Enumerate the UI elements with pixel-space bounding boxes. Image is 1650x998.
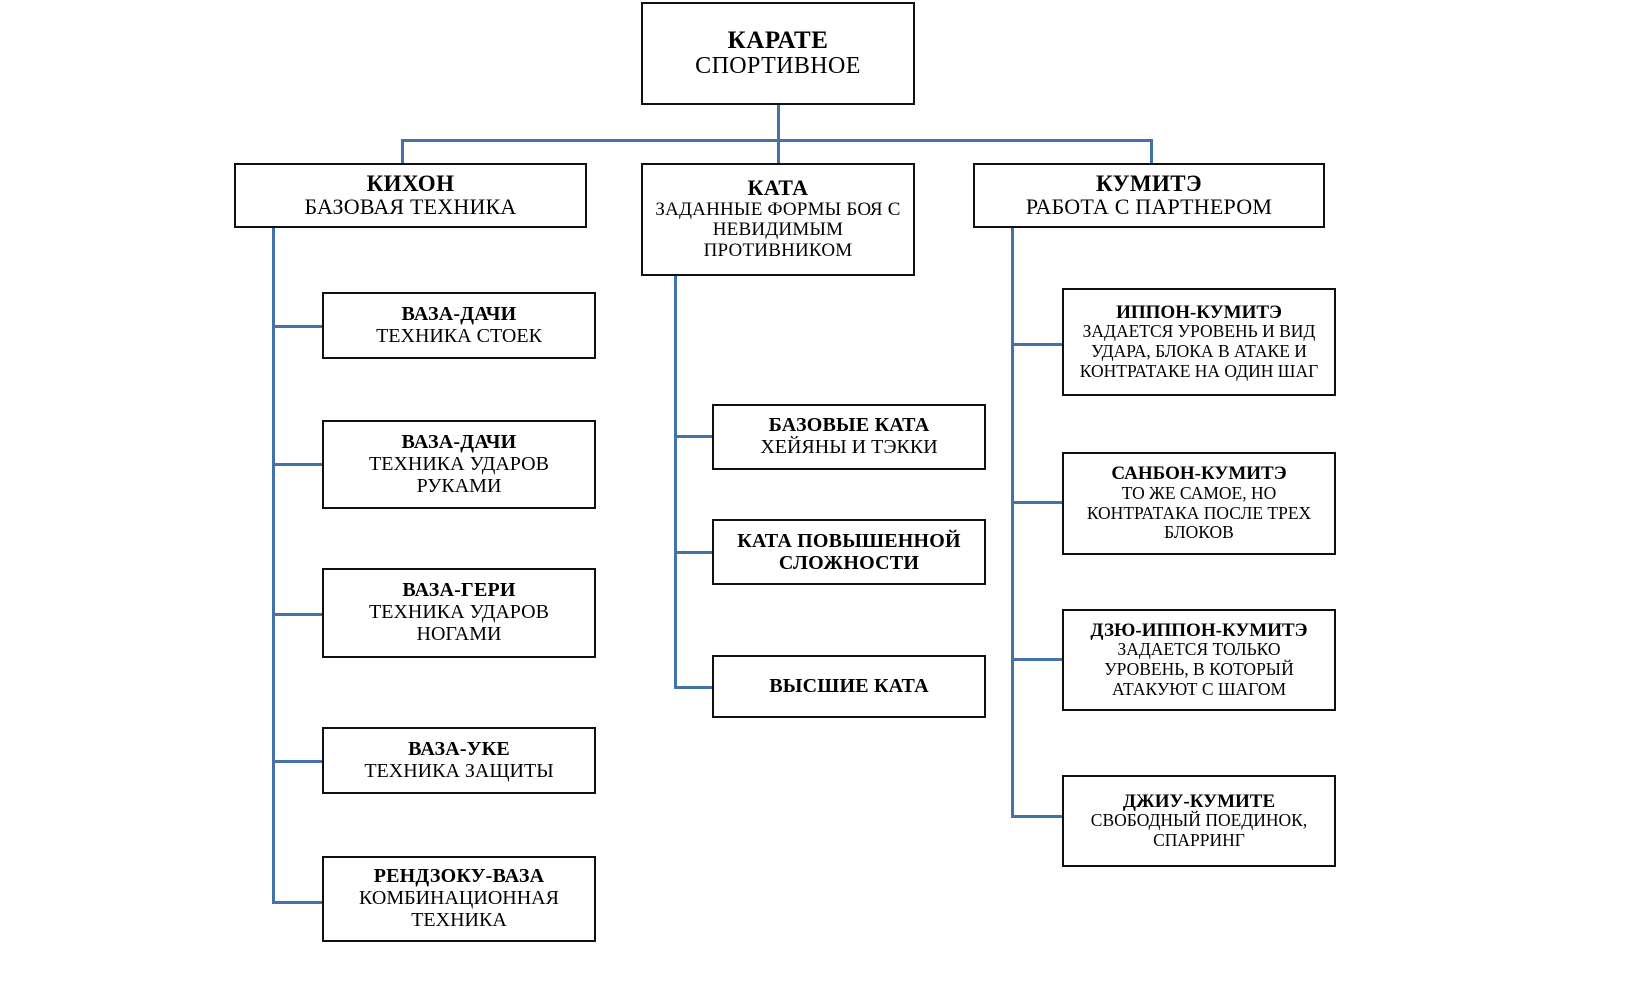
connector-trunk-kumite [1011, 228, 1014, 816]
node-root-karate[interactable]: КАРАТЕ СПОРТИВНОЕ [641, 2, 915, 105]
connector-branch-kihon-1 [272, 325, 322, 328]
connector-branch-kumite-2 [1011, 501, 1063, 504]
node-title: КАТА [747, 174, 809, 200]
node-desc: ТЕХНИКА СТОЕК [376, 324, 542, 347]
node-desc: ТЕХНИКА ЗАЩИТЫ [364, 759, 554, 782]
node-vaza-uke[interactable]: ВАЗА-УКЕ ТЕХНИКА ЗАЩИТЫ [322, 727, 596, 794]
node-title: РЕНДЗОКУ-ВАЗА [373, 865, 545, 888]
connector-branch-kihon-4 [272, 760, 322, 763]
node-title: ДЗЮ-ИППОН-КУМИТЭ [1090, 619, 1308, 641]
node-ippon-kumite[interactable]: ИППОН-КУМИТЭ ЗАДАЕТСЯ УРОВЕНЬ И ВИД УДАР… [1062, 288, 1336, 396]
node-title: КАТА ПОВЫШЕННОЙ СЛОЖНОСТИ [737, 529, 961, 574]
connector-trunk-kihon [272, 228, 275, 904]
node-title: КАРАТЕ [727, 27, 829, 55]
node-title: ИППОН-КУМИТЭ [1116, 301, 1282, 323]
connector-branch-kumite-3 [1011, 658, 1063, 661]
node-kihon[interactable]: КИХОН БАЗОВАЯ ТЕХНИКА [234, 163, 587, 228]
node-vaza-dachi-hand-strikes[interactable]: ВАЗА-ДАЧИ ТЕХНИКА УДАРОВ РУКАМИ [322, 420, 596, 509]
node-desc: РАБОТА С ПАРТНЕРОМ [1025, 194, 1273, 220]
node-desc: ТЕХНИКА УДАРОВ НОГАМИ [369, 601, 549, 646]
node-desc: ЗАДАЕТСЯ УРОВЕНЬ И ВИД УДАРА, БЛОКА В АТ… [1079, 321, 1319, 381]
node-kumite[interactable]: КУМИТЭ РАБОТА С ПАРТНЕРОМ [973, 163, 1325, 228]
node-advanced-kata[interactable]: КАТА ПОВЫШЕННОЙ СЛОЖНОСТИ [712, 519, 986, 585]
connector-drop-kata [777, 139, 780, 164]
node-sanbon-kumite[interactable]: САНБОН-КУМИТЭ ТО ЖЕ САМОЕ, НО КОНТРАТАКА… [1062, 452, 1336, 555]
node-kata[interactable]: КАТА ЗАДАННЫЕ ФОРМЫ БОЯ С НЕВИДИМЫМ ПРОТ… [641, 163, 915, 276]
connector-drop-kihon [401, 139, 404, 164]
node-desc: ЗАДАННЫЕ ФОРМЫ БОЯ С НЕВИДИМЫМ ПРОТИВНИК… [655, 198, 901, 262]
node-title: БАЗОВЫЕ КАТА [768, 414, 930, 437]
connector-branch-kata-1 [674, 435, 712, 438]
node-desc: ТЕХНИКА УДАРОВ РУКАМИ [369, 452, 549, 497]
node-title: ВАЗА-ГЕРИ [402, 579, 516, 602]
node-desc: СВОБОДНЫЙ ПОЕДИНОК, СПАРРИНГ [1090, 810, 1308, 850]
node-title: ВЫСШИЕ КАТА [769, 675, 929, 698]
connector-branch-kihon-5 [272, 901, 322, 904]
connector-trunk-kata [674, 276, 677, 688]
node-title: КИХОН [366, 171, 455, 197]
node-dzyu-ippon-kumite[interactable]: ДЗЮ-ИППОН-КУМИТЭ ЗАДАЕТСЯ ТОЛЬКО УРОВЕНЬ… [1062, 609, 1336, 711]
node-title: ДЖИУ-КУМИТЕ [1122, 790, 1276, 812]
node-vaza-geri[interactable]: ВАЗА-ГЕРИ ТЕХНИКА УДАРОВ НОГАМИ [322, 568, 596, 658]
node-desc: БАЗОВАЯ ТЕХНИКА [304, 194, 517, 220]
node-desc: ХЕЙЯНЫ И ТЭККИ [760, 436, 938, 459]
connector-branch-kihon-3 [272, 613, 322, 616]
node-desc: ТО ЖЕ САМОЕ, НО КОНТРАТАКА ПОСЛЕ ТРЕХ БЛ… [1086, 482, 1312, 543]
connector-root-stem [777, 103, 780, 141]
node-title: САНБОН-КУМИТЭ [1111, 463, 1287, 485]
node-desc: КОМБИНАЦИОННАЯ ТЕХНИКА [359, 887, 559, 932]
connector-branch-kata-3 [674, 686, 712, 689]
node-highest-kata[interactable]: ВЫСШИЕ КАТА [712, 655, 986, 718]
connector-drop-kumite [1150, 139, 1153, 164]
connector-branch-kihon-2 [272, 463, 322, 466]
node-desc: ЗАДАЕТСЯ ТОЛЬКО УРОВЕНЬ, В КОТОРЫЙ АТАКУ… [1104, 639, 1294, 699]
node-rendzoku-vaza[interactable]: РЕНДЗОКУ-ВАЗА КОМБИНАЦИОННАЯ ТЕХНИКА [322, 856, 596, 942]
connector-branch-kumite-1 [1011, 343, 1063, 346]
node-title: ВАЗА-УКЕ [408, 737, 510, 760]
node-title: ВАЗА-ДАЧИ [401, 430, 517, 453]
node-basic-kata[interactable]: БАЗОВЫЕ КАТА ХЕЙЯНЫ И ТЭККИ [712, 404, 986, 470]
node-jiu-kumite[interactable]: ДЖИУ-КУМИТЕ СВОБОДНЫЙ ПОЕДИНОК, СПАРРИНГ [1062, 775, 1336, 867]
node-title: КУМИТЭ [1095, 171, 1203, 197]
node-desc: СПОРТИВНОЕ [695, 53, 861, 80]
node-vaza-dachi-stances[interactable]: ВАЗА-ДАЧИ ТЕХНИКА СТОЕК [322, 292, 596, 359]
node-title: ВАЗА-ДАЧИ [401, 302, 517, 325]
connector-branch-kumite-4 [1011, 815, 1063, 818]
connector-branch-kata-2 [674, 551, 712, 554]
